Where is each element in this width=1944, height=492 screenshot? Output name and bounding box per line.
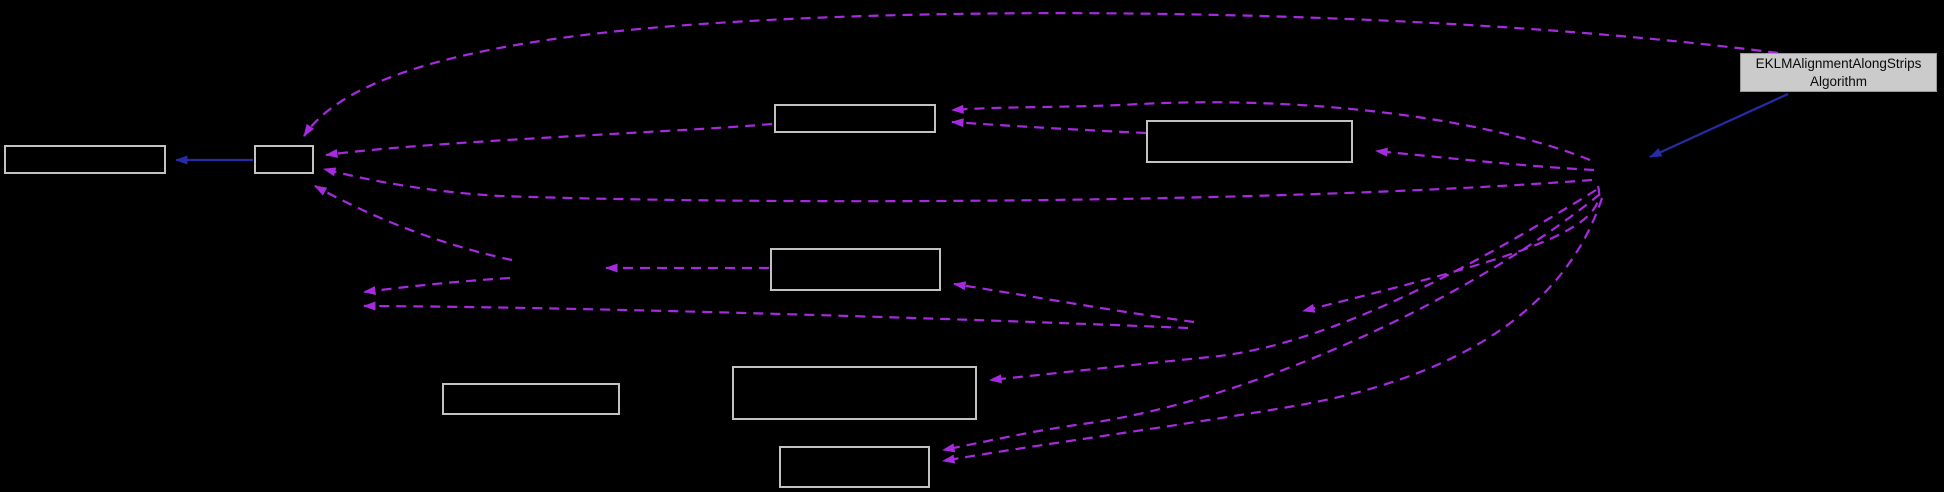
graph-node-small[interactable] bbox=[254, 145, 314, 174]
graph-edge-uses-hub-to-cluster3 bbox=[1302, 185, 1601, 313]
graph-edge-uses-hub-to-topright bbox=[1375, 147, 1595, 172]
graph-edge-uses-hub-to-small-lower bbox=[323, 167, 1593, 203]
graph-node-top-right[interactable] bbox=[1146, 120, 1353, 163]
graph-edge-uses-cluster2-to-small-bottom bbox=[314, 185, 513, 262]
graph-edge-uses-topright-to-topmiddle bbox=[951, 118, 1147, 135]
graph-edge-uses-cluster2-to-cluster4 bbox=[363, 276, 511, 296]
graph-node-mid[interactable] bbox=[770, 248, 941, 291]
node-eklm-alignment-along-strips-algorithm[interactable]: EKLMAlignmentAlongStrips Algorithm bbox=[1740, 53, 1937, 92]
graph-edge-uses-cluster3-to-mid bbox=[953, 281, 1195, 324]
graph-node-left-wide[interactable] bbox=[4, 145, 166, 174]
graph-edge-inherit-main-to-hub bbox=[1649, 92, 1789, 159]
main-node-label-line2: Algorithm bbox=[1809, 73, 1868, 89]
graph-edge-uses-hub-to-lowerbig bbox=[989, 189, 1597, 384]
graph-edge-uses-main-topcurve-to-small bbox=[303, 12, 1779, 137]
graph-edge-uses-cluster3-to-cluster4 bbox=[363, 301, 1189, 330]
graph-node-lower-left[interactable] bbox=[442, 383, 620, 415]
graph-edge-uses-hub-to-bottom-lower bbox=[942, 197, 1604, 464]
graph-node-top-middle[interactable] bbox=[774, 104, 936, 133]
main-node-label-line1: EKLMAlignmentAlongStrips bbox=[1755, 55, 1922, 71]
graph-node-bottom[interactable] bbox=[779, 446, 930, 488]
edges-layer bbox=[175, 12, 1789, 464]
graph-edge-uses-hub-to-bottom-upper bbox=[942, 193, 1601, 453]
nodes-layer bbox=[4, 104, 1353, 488]
graph-edge-uses-topmiddle-to-small-upper bbox=[325, 122, 773, 158]
graph-node-lower-big[interactable] bbox=[732, 366, 977, 420]
